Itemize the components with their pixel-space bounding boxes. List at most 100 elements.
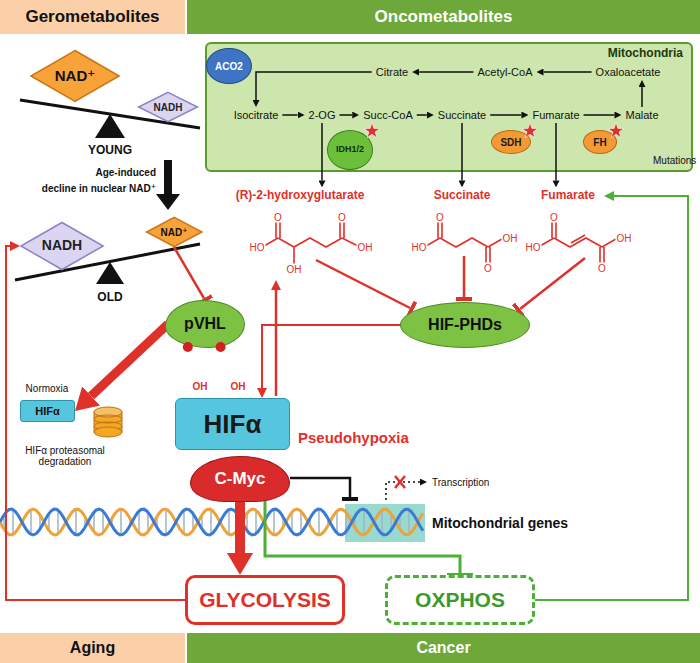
atom-label: OH: [357, 242, 374, 253]
connector-arrow: [6, 246, 185, 600]
node-text: HIF-PHDs: [428, 316, 502, 334]
node-text: NAD⁺: [55, 68, 95, 85]
enzyme-oval: HIF-PHDs: [400, 302, 530, 348]
mitochondria-box: MitochondriaACO2IDH1/2 SDH FH: [205, 42, 693, 172]
cycle-arrow: [321, 123, 323, 180]
node-text: ACO2: [215, 61, 243, 72]
node-text: Mitochondria: [608, 47, 683, 60]
metabolite-label: 2-OG: [308, 109, 337, 121]
node-text: OXPHOS: [415, 588, 505, 611]
oncometabolite-label: Succinate: [434, 189, 491, 202]
dna-rung: [228, 509, 230, 534]
mutation-star: [364, 123, 380, 138]
dna-rung: [336, 511, 338, 533]
oncometabolite-label: (R)-2-hydroxyglutarate: [236, 189, 365, 202]
atom-label: HO: [525, 242, 542, 253]
atom-label: O: [549, 212, 559, 223]
atom-label: O: [273, 212, 283, 223]
enzyme-circle: IDH1/2: [327, 130, 373, 170]
dna-rung: [165, 509, 167, 535]
cycle-arrow: [544, 71, 592, 73]
header-band: Gerometabolites: [0, 0, 185, 34]
protein-box: HIFα: [20, 400, 75, 422]
cycle-arrow: [461, 123, 463, 180]
diamond-shape: [31, 51, 119, 102]
dna-strand: [0, 509, 423, 535]
node-text: NADH: [42, 238, 82, 253]
enzyme-circle: ACO2: [206, 48, 252, 84]
node-text: SDH: [500, 137, 521, 148]
atom-label: O: [337, 212, 347, 223]
note-label: Age-induced: [95, 167, 156, 178]
dna-rung: [210, 510, 212, 535]
connector-arrow: [235, 500, 245, 553]
hydroxylation-dots: [166, 341, 244, 353]
node-text: Cancer: [416, 639, 470, 657]
dna-rung: [75, 509, 77, 535]
mutation-star: [608, 123, 624, 139]
dna-rung: [183, 510, 185, 534]
enzyme-oval: SDH: [491, 130, 531, 154]
dna-rung: [300, 511, 302, 533]
connector-arrow: [91, 324, 168, 396]
metabolite-label: Malate: [624, 109, 659, 121]
protein-blob: pVHL: [165, 300, 245, 348]
connector-arrow: [174, 247, 204, 298]
hydroxyl-label: OH: [193, 381, 208, 392]
feedback-line: [535, 196, 688, 600]
note-label: decline in nuclear NAD⁺: [42, 183, 156, 194]
header-band: Oncometabolites: [187, 0, 700, 34]
hydroxyl-dot: [183, 342, 193, 352]
metabolite-label: Oxaloacetate: [595, 66, 662, 78]
atom-label: O: [597, 263, 607, 274]
atom-label: OH: [616, 233, 633, 244]
dna-rung: [30, 510, 32, 535]
cycle-arrow: [641, 87, 643, 107]
legend-text: Mutations: [653, 155, 696, 166]
state-label: Pseudohypoxia: [298, 430, 409, 447]
state-label: OLD: [97, 291, 122, 304]
dna-rung: [138, 511, 140, 533]
age-arrow: [164, 160, 172, 196]
atom-label: HO: [249, 242, 266, 253]
dna-rung: [57, 510, 59, 534]
metabolite-diamond: NAD⁺: [30, 50, 120, 102]
atom-label: O: [435, 212, 445, 223]
inhibition-line: [316, 260, 410, 308]
connector-arrow: [262, 325, 400, 388]
connector-arrow: [265, 499, 460, 573]
node-text: pVHL: [184, 315, 226, 333]
footer-band: Cancer: [187, 633, 700, 663]
seesaw-fulcrum: [96, 262, 124, 284]
mutation-star: [364, 123, 380, 139]
dna-rung: [102, 511, 104, 533]
metabolite-label: Succ-CoA: [362, 109, 414, 121]
oncometabolite-label: Fumarate: [541, 189, 595, 202]
note-label: Transcription: [432, 477, 489, 488]
dna-rung: [381, 510, 383, 534]
cycle-arrow: [419, 71, 473, 73]
enzyme-oval: FH: [583, 130, 617, 154]
feedback-arrow: [275, 290, 278, 396]
atom-label: HO: [411, 242, 428, 253]
hydroxyglutarate-structure: [264, 222, 358, 264]
node-text: Gerometabolites: [25, 8, 159, 27]
seesaw-fulcrum: [95, 114, 125, 138]
note-label: Normoxia: [26, 383, 69, 394]
process-box: GLYCOLYSIS: [185, 575, 345, 625]
dna-helix: [0, 509, 423, 535]
diamond-shape: [146, 217, 201, 246]
cycle-arrow: [339, 114, 352, 116]
atom-label: OH: [286, 264, 303, 275]
atom-label: OH: [502, 233, 519, 244]
metabolite-label: Isocitrate: [233, 109, 280, 121]
cycle-arrow: [256, 72, 372, 100]
dna-rung: [363, 509, 365, 535]
dna-rung: [408, 510, 410, 535]
node-text: HIFα: [35, 405, 59, 417]
hydroxyl-label: OH: [231, 381, 246, 392]
dna-rung: [255, 510, 257, 533]
cycle-arrow: [490, 114, 521, 116]
